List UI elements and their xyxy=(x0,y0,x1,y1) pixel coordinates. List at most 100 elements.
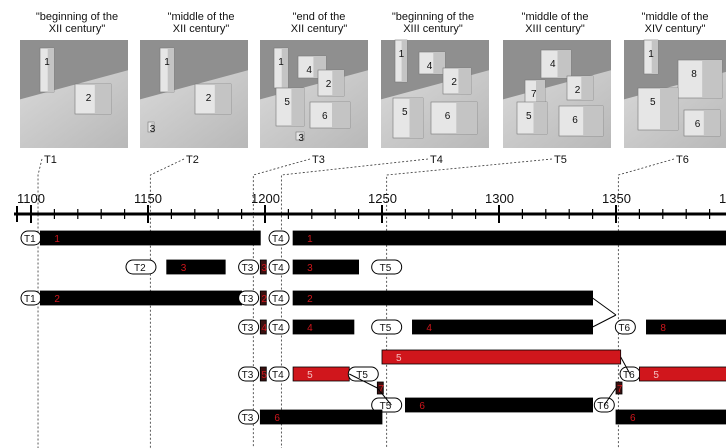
building-shade xyxy=(167,48,174,92)
period-guide-line xyxy=(149,158,185,448)
building-shade xyxy=(433,52,445,74)
period-node-label: T6 xyxy=(623,370,635,381)
lifespan-bar xyxy=(404,397,593,413)
period-node-label: T5 xyxy=(380,323,392,334)
lifespan-bar xyxy=(292,319,355,335)
building-shade xyxy=(651,40,658,74)
building-shade xyxy=(401,40,407,82)
lifespan-bar xyxy=(166,259,226,275)
building-number: 6 xyxy=(322,111,328,122)
building-number: 1 xyxy=(164,57,170,68)
period-node xyxy=(238,290,260,306)
period-label-t3: T3 xyxy=(312,154,325,166)
building-number: 5 xyxy=(284,97,290,108)
building-number: 4 xyxy=(550,59,556,70)
connector-line xyxy=(376,387,392,406)
period-guide-line xyxy=(252,158,311,448)
period-node-label: T5 xyxy=(356,370,368,381)
connector-line xyxy=(620,356,631,375)
building-number-label: 8 xyxy=(660,323,666,334)
period-node-label: T6 xyxy=(618,323,630,334)
period-label-t1: T1 xyxy=(44,154,57,166)
lifespan-bar xyxy=(639,366,726,382)
period-node-label: T1 xyxy=(24,234,36,245)
building-number: 2 xyxy=(206,93,212,104)
period-node xyxy=(268,290,290,306)
period-node xyxy=(238,319,260,335)
connector-line xyxy=(592,297,617,316)
period-node-label: T4 xyxy=(272,323,284,334)
building-shade xyxy=(291,88,304,126)
tick-label-1400: 1400 xyxy=(719,191,726,206)
period-node-label: T4 xyxy=(272,263,284,274)
building-shade xyxy=(456,102,477,134)
tick-label-1100: 1100 xyxy=(17,191,45,206)
building-shade xyxy=(536,80,545,104)
building-number: 6 xyxy=(695,119,701,130)
building-number: 5 xyxy=(526,111,532,122)
building-number-label: 5 xyxy=(261,370,267,381)
thumbnail-1: 12 xyxy=(20,40,128,148)
period-node-label: T3 xyxy=(242,294,254,305)
building-shade xyxy=(214,84,231,114)
lifespan-bar xyxy=(615,409,726,425)
period-node xyxy=(238,409,260,425)
period-node-label: T2 xyxy=(134,263,146,274)
building-number-label: 6 xyxy=(630,413,636,424)
building-number-label: 2 xyxy=(307,294,313,305)
period-caption-1: "beginning of the XII century" xyxy=(35,11,119,35)
building-shade xyxy=(703,110,720,136)
period-node-label: T3 xyxy=(242,370,254,381)
building-number: 3 xyxy=(298,133,304,144)
period-node-label: T3 xyxy=(242,413,254,424)
building-number: 2 xyxy=(326,79,332,90)
period-node-label: T4 xyxy=(272,234,284,245)
building-shade xyxy=(300,132,304,140)
tick-label-1150: 1150 xyxy=(134,191,162,206)
period-caption-4: "beginning of the XIII century" xyxy=(391,11,475,35)
lifespan-bar xyxy=(646,319,726,335)
building-number-label: 4 xyxy=(261,323,267,334)
building-number-label: 5 xyxy=(396,353,402,364)
period-node xyxy=(614,319,636,335)
period-node-label: T3 xyxy=(242,323,254,334)
building-number-label: 1 xyxy=(307,234,313,245)
building-number-label: 6 xyxy=(419,401,425,412)
building-number-label: 5 xyxy=(653,370,659,381)
period-guide-line xyxy=(280,158,429,448)
building-number: 2 xyxy=(86,93,92,104)
building-number: 1 xyxy=(648,49,654,60)
building-number-label: 4 xyxy=(426,323,432,334)
period-node xyxy=(125,259,157,275)
lifespan-bar xyxy=(39,230,261,246)
building-number: 3 xyxy=(150,124,156,135)
lifespan-bar xyxy=(381,349,622,365)
period-node-label: T5 xyxy=(380,263,392,274)
tick-label-1300: 1300 xyxy=(485,191,514,206)
thumbnail-2: 1 2 3 xyxy=(140,40,248,148)
lifespan-bar xyxy=(292,259,359,275)
period-label-t2: T2 xyxy=(186,154,199,166)
period-guide-line xyxy=(37,158,43,448)
building-shade xyxy=(409,98,423,138)
connector-line xyxy=(349,373,378,389)
period-node-label: T4 xyxy=(272,294,284,305)
period-node-label: T5 xyxy=(380,401,392,412)
period-node xyxy=(371,259,403,275)
building-number-label: 2 xyxy=(54,294,60,305)
period-node xyxy=(371,397,403,413)
period-label-t5: T5 xyxy=(554,154,567,166)
building-number: 7 xyxy=(531,89,537,100)
period-node xyxy=(238,259,260,275)
lifespan-bar xyxy=(292,230,726,246)
building-shade xyxy=(660,88,678,130)
building-number-label: 3 xyxy=(261,263,267,274)
connector-line xyxy=(603,387,617,406)
period-node xyxy=(268,319,290,335)
tick-label-1350: 1350 xyxy=(602,191,631,206)
building-number: 6 xyxy=(445,111,451,122)
building-number: 4 xyxy=(306,65,312,76)
